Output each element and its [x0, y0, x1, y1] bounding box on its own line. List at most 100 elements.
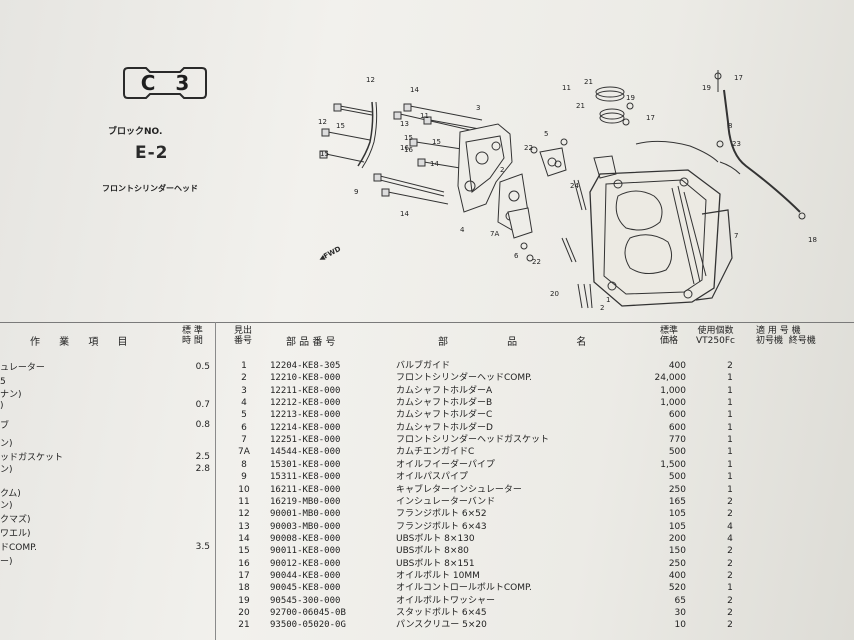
cell-part-no: 90008-KE8-000 — [270, 533, 341, 544]
cell-ref: 15 — [238, 546, 250, 557]
section-name: フロントシリンダーヘッド — [102, 184, 198, 193]
cell-name: インシュレーターバンド — [396, 496, 496, 507]
cell-name: バルブガイド — [396, 361, 451, 371]
cell-qty: 2 — [727, 558, 733, 569]
cell-qty: 1 — [727, 385, 733, 396]
cell-ref: 5 — [241, 410, 247, 421]
operation-name: ッドガスケット — [0, 453, 64, 463]
header-qty-top: 使用個数 — [697, 326, 734, 336]
cell-name: フロントシリンダーヘッドCOMP. — [396, 373, 533, 384]
operation-time: 2.8 — [195, 464, 210, 474]
callout: 15 — [320, 150, 329, 158]
callout: 21 — [584, 78, 593, 86]
cell-name: フロントシリンダーヘッドガスケット — [396, 435, 550, 446]
header-ref-top: 見出 — [234, 326, 253, 336]
cell-qty: 2 — [727, 620, 733, 631]
operation-name: ドCOMP. — [0, 543, 38, 553]
callout: 24 — [570, 182, 579, 190]
callout: 2 — [600, 304, 604, 312]
cell-part-no: 90003-MB0-000 — [270, 521, 341, 532]
operation-time: 0.8 — [195, 420, 210, 430]
table-divider — [215, 322, 216, 640]
cell-price: 165 — [668, 496, 686, 507]
cell-price: 10 — [674, 620, 686, 631]
callout: 4 — [460, 226, 465, 234]
operation-name: ワエル) — [0, 529, 31, 539]
cell-part-no: 14544-KE8-000 — [270, 447, 341, 458]
cell-qty: 1 — [727, 422, 733, 433]
cell-name: オイルボルトワッシャー — [396, 595, 496, 606]
cell-part-no: 90011-KE8-000 — [270, 546, 341, 557]
callout: 2 — [500, 166, 504, 174]
table-top-rule — [0, 322, 854, 323]
callout: 7 — [734, 232, 738, 240]
cell-name: カムシャフトホルダーB — [396, 398, 493, 409]
cell-qty: 1 — [727, 373, 733, 384]
cell-price: 105 — [668, 509, 686, 520]
cylinder-head-block — [589, 155, 721, 307]
cell-name: オイルボルト 10MM — [396, 570, 480, 581]
cell-qty: 4 — [727, 521, 733, 532]
cell-ref: 1 — [241, 361, 247, 371]
cell-qty: 1 — [727, 459, 733, 470]
cell-price: 500 — [668, 472, 686, 483]
cell-qty: 1 — [727, 447, 733, 458]
cell-qty: 1 — [727, 398, 733, 409]
cell-ref: 2 — [241, 373, 247, 384]
cell-part-no: 15311-KE8-000 — [270, 472, 341, 483]
cell-price: 105 — [668, 521, 686, 532]
header-part-no: 部 品 番 号 — [286, 337, 336, 348]
callout: 19 — [626, 94, 635, 102]
cell-price: 200 — [668, 533, 686, 544]
cell-qty: 1 — [727, 484, 733, 495]
cell-price: 770 — [668, 435, 686, 446]
camshaft-holders — [457, 123, 567, 239]
callout: 12 — [366, 76, 375, 84]
cell-name: オイルフイーダーパイプ — [396, 459, 495, 470]
cell-part-no: 15301-KE8-000 — [270, 459, 341, 470]
header-qty: 使用個数 VT250Fc — [696, 326, 735, 346]
cell-price: 600 — [668, 422, 686, 433]
cell-ref: 14 — [238, 533, 250, 544]
cell-qty: 1 — [727, 472, 733, 483]
cell-qty: 2 — [727, 608, 733, 618]
cell-ref: 8 — [241, 459, 247, 470]
cell-name: カムシャフトホルダーC — [396, 410, 493, 421]
callout: 17 — [734, 74, 743, 82]
cell-part-no: 16211-KE8-000 — [270, 484, 341, 495]
cell-part-no: 16219-MB0-000 — [270, 496, 341, 507]
callout: 15 — [432, 138, 441, 146]
cell-ref: 19 — [238, 595, 250, 606]
header-qty-bottom: VT250Fc — [696, 336, 735, 346]
cell-qty: 2 — [727, 546, 733, 557]
callout: 9 — [354, 188, 358, 196]
header-op-time: 標 準 時 間 — [182, 326, 203, 346]
callout: 15 — [404, 134, 413, 142]
header-price: 標準 価格 — [660, 326, 678, 346]
cell-ref: 9 — [241, 472, 247, 483]
cell-ref: 16 — [238, 558, 250, 569]
cell-ref: 21 — [238, 620, 250, 631]
callout: 20 — [550, 290, 559, 298]
callout: 19 — [702, 84, 711, 92]
cell-ref: 4 — [241, 398, 247, 409]
callout: 16 — [404, 146, 413, 154]
operation-name: ナン) — [0, 390, 22, 400]
header-op-time-top: 標 準 — [182, 326, 203, 336]
cell-price: 520 — [668, 583, 686, 594]
cell-part-no: 93500-05020-0G — [270, 620, 346, 631]
section-code-badge: C 3 — [122, 66, 208, 100]
